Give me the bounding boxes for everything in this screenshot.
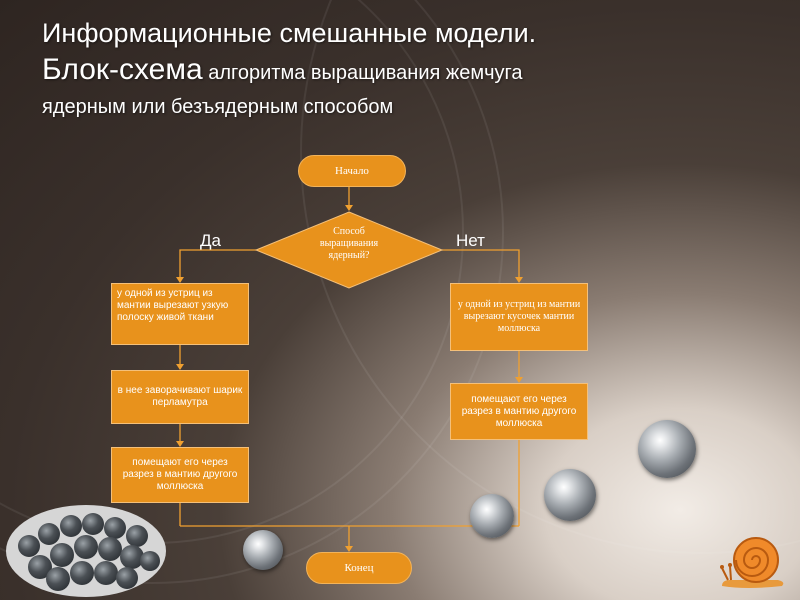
arrow-head bbox=[345, 546, 353, 552]
pearl-image bbox=[638, 420, 696, 478]
snail-icon bbox=[720, 537, 784, 588]
arrow-head bbox=[515, 377, 523, 383]
connector bbox=[179, 249, 256, 282]
pearl-image bbox=[470, 494, 514, 538]
arrow-head bbox=[176, 277, 184, 283]
end-terminal: Конец bbox=[306, 552, 412, 584]
decision-diamond bbox=[254, 211, 444, 289]
arrow-head bbox=[176, 364, 184, 370]
decision-label: Способ выращивания ядерный? bbox=[319, 226, 379, 261]
title-line-2-rest: алгоритма выращивания жемчуга bbox=[208, 62, 523, 84]
title-line-2: Блок-схема алгоритма выращивания жемчуга bbox=[42, 53, 523, 86]
no-step-1: у одной из устриц из мантии вырезают кус… bbox=[450, 283, 588, 351]
arrow-head bbox=[345, 205, 353, 211]
end-label: Конец bbox=[344, 562, 374, 574]
yes-step-3: помещают его через разрез в мантию друго… bbox=[111, 447, 249, 503]
title-line-1: Информационные смешанные модели. bbox=[42, 18, 537, 48]
connector bbox=[442, 249, 520, 282]
start-label: Начало bbox=[335, 165, 369, 177]
pearl-pile-image bbox=[6, 505, 166, 597]
yes-step-1: у одной из устриц из мантии вырезают узк… bbox=[111, 283, 249, 345]
pearl-image bbox=[544, 469, 596, 521]
slide-title: Информационные смешанные модели. Блок-сх… bbox=[42, 16, 762, 121]
arrow-head bbox=[176, 441, 184, 447]
yes-step-2: в нее заворачивают шарик перламутра bbox=[111, 370, 249, 424]
title-line-3: ядерным или безъядерным способом bbox=[42, 96, 394, 118]
arrow-head bbox=[515, 277, 523, 283]
no-branch-label: Нет bbox=[456, 231, 485, 250]
no-step-2: помещают его через разрез в мантию друго… bbox=[450, 383, 588, 440]
yes-branch-label: Да bbox=[200, 231, 221, 250]
start-terminal: Начало bbox=[298, 155, 406, 187]
pearl-image bbox=[243, 530, 283, 570]
title-emphasis: Блок-схема bbox=[42, 53, 203, 86]
